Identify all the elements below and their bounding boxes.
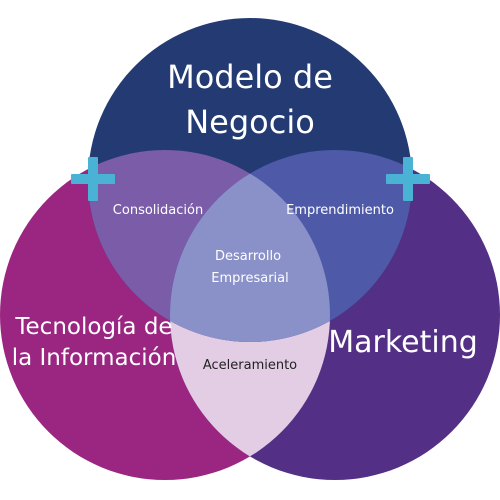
label-tecnologia-line2: la Información: [12, 345, 177, 371]
label-desarrollo-line2: Empresarial: [211, 271, 288, 286]
label-desarrollo-line1: Desarrollo: [215, 249, 281, 264]
plus-icon: [386, 157, 430, 201]
overlap-desarrollo-empresarial: [170, 150, 330, 342]
label-modelo-line2: Negocio: [185, 103, 315, 141]
label-consolidacion: Consolidación: [113, 203, 203, 218]
label-marketing: Marketing: [328, 325, 478, 360]
plus-icon: [71, 157, 115, 201]
label-modelo-line1: Modelo de: [167, 58, 333, 96]
label-emprendimiento: Emprendimiento: [286, 203, 394, 218]
label-tecnologia-line1: Tecnología de: [14, 314, 172, 340]
label-aceleramiento: Aceleramiento: [203, 358, 297, 373]
